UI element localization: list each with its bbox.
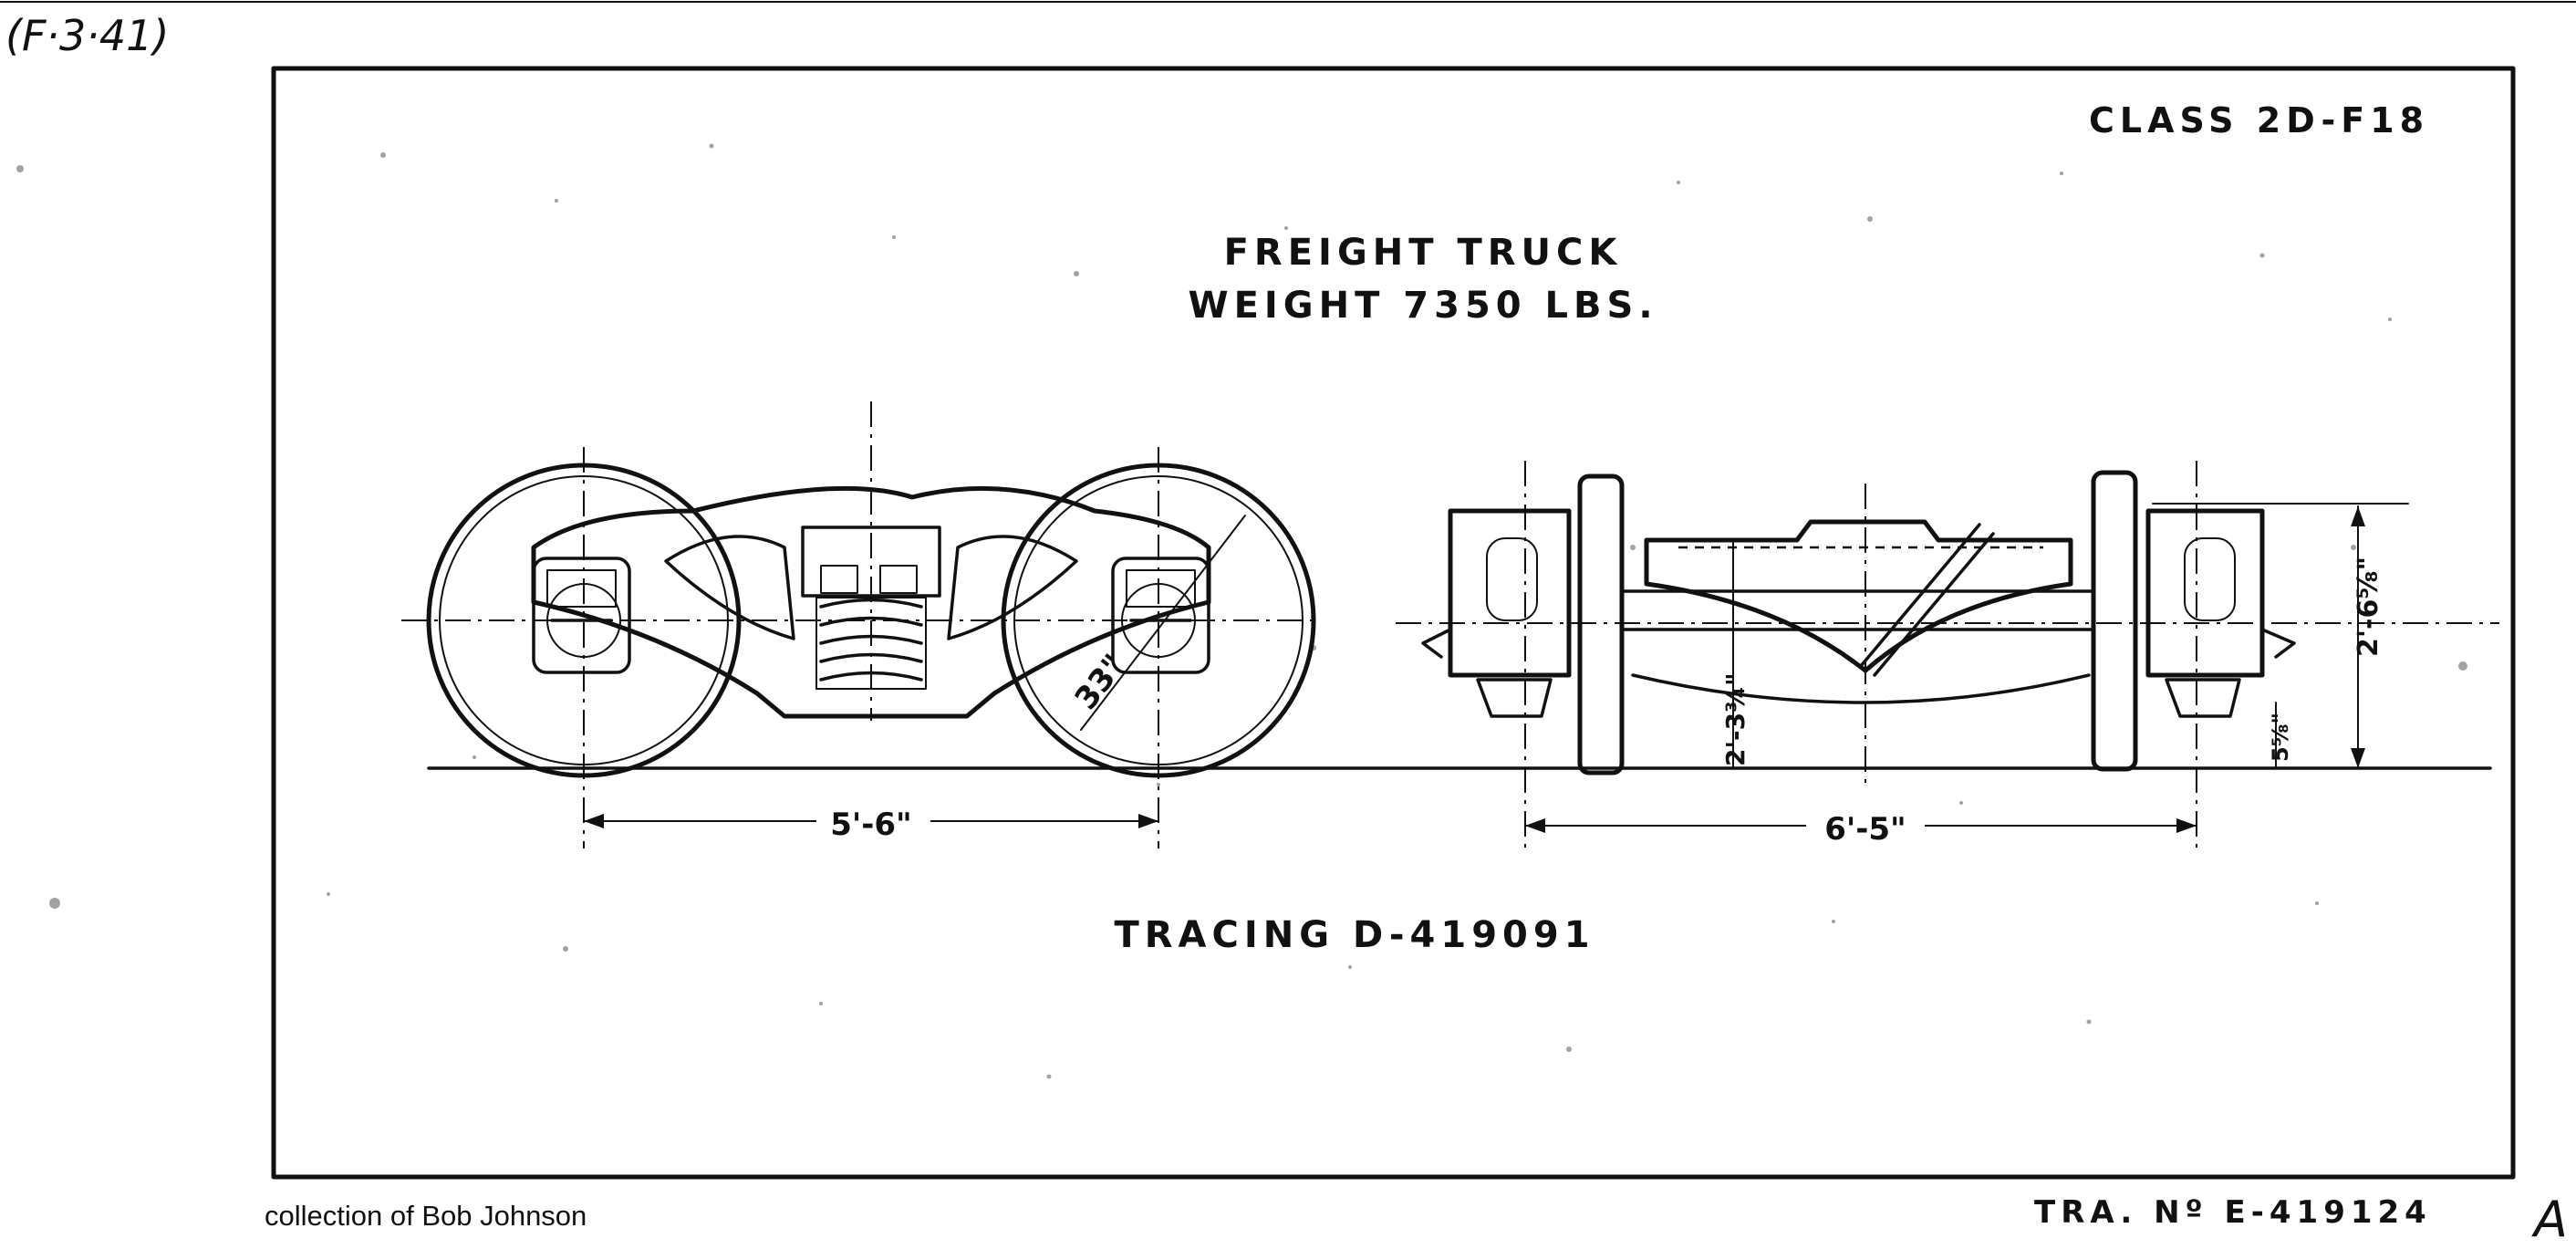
bolster bbox=[1644, 519, 2073, 673]
brake-rod bbox=[1859, 523, 1981, 668]
left-journal-box bbox=[1421, 508, 1572, 718]
side-frame bbox=[531, 485, 1211, 719]
brake-rod bbox=[1873, 532, 1995, 677]
spring-plank bbox=[1631, 673, 2091, 704]
bolster-pocket bbox=[820, 565, 858, 594]
class-label: CLASS 2D-F18 bbox=[2089, 100, 2429, 141]
truck-weight: WEIGHT 7350 LBS. bbox=[1188, 285, 1657, 327]
tracing-number: TRA. Nº E-419124 bbox=[2034, 1194, 2432, 1231]
side-elevation-view: 33" 5'-6" bbox=[401, 401, 1316, 848]
sheet-reference: (F·3·41) bbox=[5, 11, 169, 60]
label-mask bbox=[816, 803, 930, 839]
bolster-pocket bbox=[879, 565, 918, 594]
frame-window-left bbox=[664, 535, 795, 640]
end-elevation-view: 6'-5" 2'-3¾" 2'-6⅝" 5⅝" bbox=[1396, 461, 2499, 848]
drawing-border bbox=[271, 66, 2516, 1180]
right-wheel-disc bbox=[2091, 470, 2138, 772]
left-wheel-disc bbox=[1577, 474, 1625, 775]
collection-credit: collection of Bob Johnson bbox=[265, 1200, 587, 1232]
label-mask bbox=[1806, 807, 1925, 844]
bolster-height-label: 2'-3¾" bbox=[1720, 672, 1750, 766]
journal-height-label: 5⅝" bbox=[2268, 713, 2293, 762]
overall-height-label: 2'-6⅝" bbox=[2353, 557, 2384, 657]
axle-span-label: 6'-5" bbox=[1824, 811, 1906, 848]
frame-window-right bbox=[947, 535, 1078, 640]
axle bbox=[1620, 589, 2095, 631]
corner-mark: A bbox=[2531, 1191, 2568, 1248]
drawing-title: FREIGHT TRUCK bbox=[1224, 232, 1623, 274]
right-journal-box bbox=[2145, 508, 2296, 718]
scan-noise bbox=[16, 143, 2467, 1079]
tracing-label: TRACING D-419091 bbox=[1114, 914, 1594, 956]
wheel-diameter-leader bbox=[1080, 515, 1246, 731]
wheel-diameter-label: 33" bbox=[1068, 648, 1134, 717]
wheel-base-label: 5'-6" bbox=[830, 807, 912, 843]
